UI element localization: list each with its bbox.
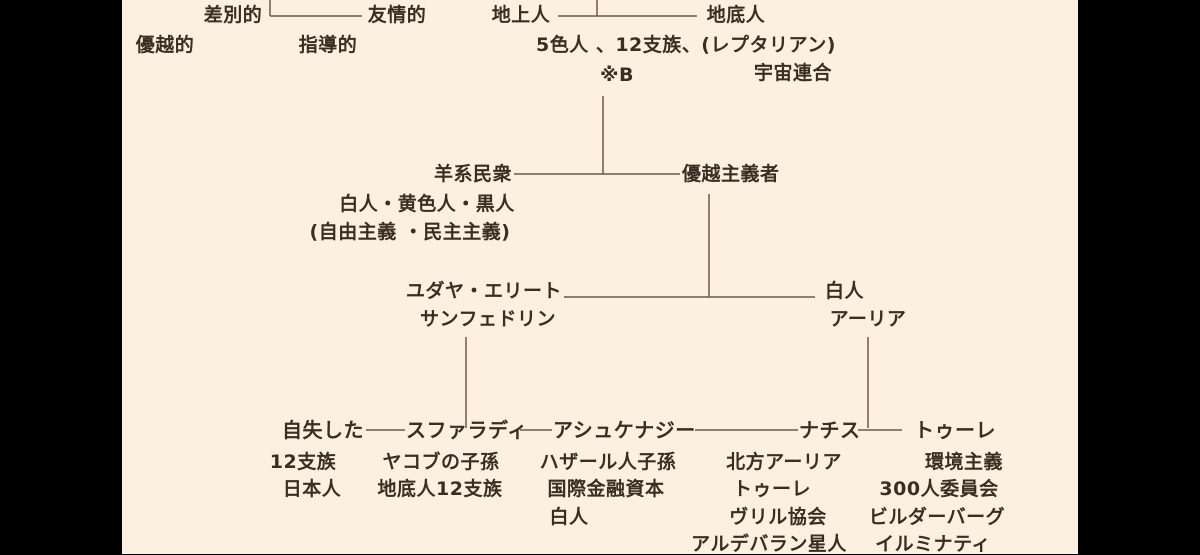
label-supremacists: 優越主義者 [682, 163, 780, 185]
label-nazis: ナチス [799, 418, 861, 442]
label-sephardi: スファラディ [406, 418, 528, 442]
label-twelve-tribes: 12支族 [269, 451, 337, 473]
label-committee-300: 300人委員会 [879, 478, 999, 500]
label-races: 5色人 、12支族、(レプタリアン) [536, 34, 836, 56]
label-superior: 優越的 [135, 34, 195, 56]
label-discriminatory: 差別的 [203, 4, 263, 26]
label-vril: ヴリル協会 [729, 506, 827, 528]
label-aryan: アーリア [829, 308, 907, 330]
connector-lines [269, 0, 902, 431]
label-japanese: 日本人 [282, 478, 342, 500]
label-khazar-descendants: ハザール人子孫 [539, 451, 677, 473]
label-thule: トゥーレ [914, 418, 996, 442]
label-mark-b: ※B [600, 64, 634, 86]
diagram-panel: 差別的 友情的 優越的 指導的 地上人 地底人 5色人 、12支族、(レプタリア… [122, 0, 1078, 555]
label-north-aryan: 北方アーリア [726, 451, 842, 473]
label-environmentalism: 環境主義 [924, 451, 1004, 473]
label-universe-union: 宇宙連合 [753, 62, 833, 84]
label-illuminati: イルミナティ [875, 533, 991, 555]
label-underground-humans: 地底人 [706, 4, 766, 26]
label-thule-lower: トゥーレ [732, 478, 812, 500]
label-bilderberg: ビルダーバーグ [868, 506, 1006, 528]
label-ashkenazi: アシュケナジー [553, 418, 696, 442]
label-surface-humans: 地上人 [491, 4, 551, 26]
label-sheep-people-detail: 白人・黄色人・黒人 [339, 193, 515, 215]
label-lost: 自失した [282, 418, 364, 442]
label-sheep-people-ideology: (自由主義 ・民主主義) [309, 221, 511, 243]
label-jacob-descendants: ヤコブの子孫 [382, 451, 500, 473]
label-sheep-people: 羊系民衆 [433, 163, 512, 185]
label-friendly: 友情的 [367, 4, 427, 26]
label-white: 白人 [825, 280, 865, 302]
label-sanhedrin: サンフェドリン [420, 308, 556, 330]
label-guiding: 指導的 [298, 34, 358, 56]
label-white-lower: 白人 [549, 506, 589, 528]
label-international-finance: 国際金融資本 [547, 478, 665, 500]
label-jewish-elite: ユダヤ・エリート [405, 280, 562, 302]
label-aldebaran: アルデバラン星人 [691, 533, 847, 555]
label-underground-12: 地底人12支族 [377, 478, 503, 500]
